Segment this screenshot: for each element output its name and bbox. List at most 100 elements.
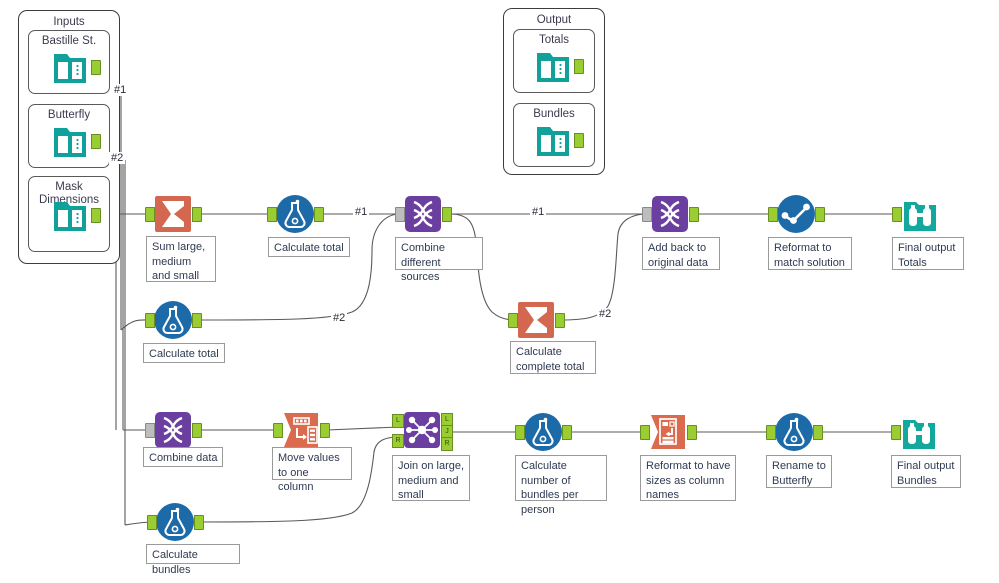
output-anchor[interactable] xyxy=(442,207,452,222)
inputs-container-title: Inputs xyxy=(53,16,85,28)
output-anchor[interactable] xyxy=(562,425,572,440)
input-tool-mask-dimensions-title: Mask Dimensions xyxy=(29,181,109,207)
formula-flask-icon xyxy=(276,195,314,233)
input-anchor[interactable] xyxy=(766,425,776,440)
label-rename-to-butterfly: Rename to Butterfly xyxy=(766,455,832,488)
output-anchor[interactable] xyxy=(555,313,565,328)
wire-label-4: #2 xyxy=(331,312,348,324)
input-icon-butterfly[interactable] xyxy=(50,122,101,162)
formula-flask-icon xyxy=(154,301,192,339)
node-calculate-number-of-bundles-per-person[interactable] xyxy=(515,412,572,452)
input-icon-mask-dimensions[interactable] xyxy=(50,196,101,236)
join-right-output-anchor[interactable]: R xyxy=(441,437,453,451)
mask-title-line-2: Dimensions xyxy=(38,194,100,206)
union-helix-icon xyxy=(155,412,191,448)
label-join-on-large-medium-small: Join on large, medium and small xyxy=(392,455,470,501)
output-anchor[interactable] xyxy=(194,515,204,530)
input-anchor[interactable] xyxy=(642,207,652,222)
node-join-on-large-medium-small[interactable]: L R L J R xyxy=(392,410,453,451)
union-helix-icon xyxy=(652,196,688,232)
input-data-icon xyxy=(54,54,86,83)
select-check-icon xyxy=(777,195,815,233)
output-anchor[interactable] xyxy=(192,313,202,328)
node-calculate-bundles[interactable] xyxy=(147,502,204,542)
input-anchor[interactable] xyxy=(768,207,778,222)
input-anchor[interactable] xyxy=(267,207,277,222)
label-calculate-number-of-bundles-per-person: Calculate number of bundles per person xyxy=(515,455,607,516)
summarize-sigma-icon xyxy=(518,302,554,338)
node-final-output-totals[interactable] xyxy=(892,194,940,234)
node-move-values-to-one-column[interactable] xyxy=(273,410,330,450)
label-add-back-to-original-data: Add back to original data xyxy=(642,237,720,270)
output-anchor[interactable] xyxy=(192,423,202,438)
output-icon-bundles[interactable] xyxy=(533,121,584,161)
node-final-output-bundles[interactable] xyxy=(891,412,939,452)
input-data-icon xyxy=(54,128,86,157)
node-calculate-total-1[interactable] xyxy=(267,194,324,234)
input-anchor[interactable] xyxy=(508,313,518,328)
output-anchor[interactable] xyxy=(320,423,330,438)
output-anchor[interactable] xyxy=(815,207,825,222)
wire-label-3: #1 xyxy=(353,206,370,218)
label-reformat-to-match-solution: Reformat to match solution xyxy=(768,237,852,270)
union-helix-icon xyxy=(405,196,441,232)
label-calculate-complete-total: Calculate complete total xyxy=(510,341,596,374)
node-reformat-to-match-solution[interactable] xyxy=(768,194,825,234)
transpose-icon xyxy=(284,413,318,447)
input-anchor[interactable] xyxy=(515,425,525,440)
node-reformat-sizes-as-column-names[interactable] xyxy=(640,412,697,452)
crosstab-icon xyxy=(651,415,685,449)
input-tool-butterfly-title: Butterfly xyxy=(47,109,91,121)
input-anchor[interactable] xyxy=(891,425,901,440)
label-combine-data: Combine data xyxy=(143,447,223,467)
summarize-sigma-icon xyxy=(155,196,191,232)
input-anchor[interactable] xyxy=(145,423,155,438)
label-move-values-to-one-column: Move values to one column xyxy=(272,447,352,493)
label-calculate-total-1: Calculate total xyxy=(268,237,350,257)
label-calculate-total-2: Calculate total xyxy=(143,343,225,363)
output-tool-totals-title: Totals xyxy=(538,34,570,46)
output-anchor[interactable] xyxy=(574,59,584,74)
input-anchor[interactable] xyxy=(147,515,157,530)
output-anchor[interactable] xyxy=(91,134,101,149)
node-calculate-complete-total[interactable] xyxy=(508,300,565,340)
join-left-input-anchor[interactable]: L xyxy=(392,414,404,428)
output-data-icon xyxy=(537,127,569,156)
input-anchor[interactable] xyxy=(892,207,902,222)
input-anchor[interactable] xyxy=(273,423,283,438)
node-combine-different-sources[interactable] xyxy=(395,194,452,234)
input-anchor[interactable] xyxy=(145,207,155,222)
output-anchor[interactable] xyxy=(314,207,324,222)
mask-title-line-1: Mask xyxy=(55,181,83,193)
wire-label-1: #1 xyxy=(112,84,129,96)
input-anchor[interactable] xyxy=(640,425,650,440)
formula-flask-icon xyxy=(775,413,813,451)
output-anchor[interactable] xyxy=(813,425,823,440)
output-anchor[interactable] xyxy=(574,133,584,148)
join-left-output-anchor[interactable]: L xyxy=(441,413,453,427)
input-icon-bastille[interactable] xyxy=(50,48,101,88)
input-tool-bastille-title: Bastille St. xyxy=(41,35,97,47)
output-anchor[interactable] xyxy=(91,208,101,223)
output-anchor[interactable] xyxy=(91,60,101,75)
node-rename-to-butterfly[interactable] xyxy=(766,412,823,452)
output-tool-bundles-title: Bundles xyxy=(533,108,575,120)
node-calculate-total-2[interactable] xyxy=(145,300,202,340)
output-anchor[interactable] xyxy=(689,207,699,222)
node-combine-data[interactable] xyxy=(145,410,202,450)
input-anchor[interactable] xyxy=(145,313,155,328)
node-sum-large-medium-small[interactable] xyxy=(145,194,202,234)
node-add-back-to-original-data[interactable] xyxy=(642,194,699,234)
browse-binoculars-icon xyxy=(904,202,936,231)
output-icon-totals[interactable] xyxy=(533,47,584,87)
label-sum-large-medium-small: Sum large, medium and small xyxy=(146,236,216,282)
formula-flask-icon xyxy=(524,413,562,451)
output-anchor[interactable] xyxy=(687,425,697,440)
join-right-input-anchor[interactable]: R xyxy=(392,434,404,448)
browse-binoculars-icon xyxy=(903,420,935,449)
input-anchor[interactable] xyxy=(395,207,405,222)
output-anchor[interactable] xyxy=(192,207,202,222)
wire-label-2: #2 xyxy=(109,152,126,164)
